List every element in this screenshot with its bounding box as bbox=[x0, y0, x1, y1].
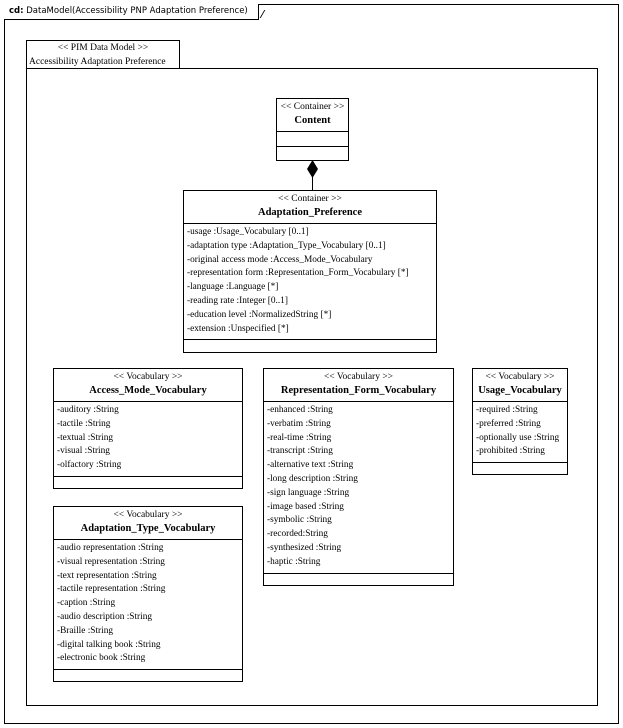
class-attribute: -visual :String bbox=[57, 446, 110, 457]
class-attributes: -audio representation :String -visual rep… bbox=[54, 540, 242, 671]
package-tab: << PIM Data Model >> Accessibility Adapt… bbox=[26, 40, 180, 69]
class-attribute: -long description :String bbox=[267, 473, 358, 484]
class-attribute: -transcript :String bbox=[267, 446, 333, 457]
class-attribute: -haptic :String bbox=[267, 556, 321, 567]
class-header: << Vocabulary >> Access_Mode_Vocabulary bbox=[54, 369, 242, 402]
class-content[interactable]: << Container >> Content bbox=[276, 98, 349, 161]
class-adaptation-preference[interactable]: << Container >> Adaptation_Preference -u… bbox=[183, 190, 437, 353]
class-attribute: -auditory :String bbox=[57, 405, 119, 415]
class-representation-form-vocabulary[interactable]: << Vocabulary >> Representation_Form_Voc… bbox=[263, 368, 454, 586]
class-attribute: -original access mode :Access_Mode_Vocab… bbox=[187, 254, 373, 265]
class-attribute: -reading rate :Integer [0..1] bbox=[187, 295, 288, 306]
class-stereotype: << Vocabulary >> bbox=[485, 372, 555, 382]
class-attribute: -visual representation :String bbox=[57, 556, 165, 567]
composition-diamond-icon bbox=[307, 160, 318, 178]
frame-title: DataModel(Accessibility PNP Adaptation P… bbox=[26, 6, 248, 16]
class-attribute: -usage :Usage_Vocabulary [0..1] bbox=[187, 227, 309, 237]
class-header: << Vocabulary >> Representation_Form_Voc… bbox=[264, 369, 453, 402]
class-attribute: -verbatim :String bbox=[267, 418, 331, 429]
class-attribute: -alternative text :String bbox=[267, 460, 354, 471]
class-attribute: -language :Language [*] bbox=[187, 282, 279, 293]
class-attribute: -synthesized :String bbox=[267, 542, 342, 553]
package-stereotype: << PIM Data Model >> bbox=[57, 43, 149, 53]
class-attribute: -symbolic :String bbox=[267, 515, 332, 526]
class-operations bbox=[264, 574, 453, 588]
class-name: Representation_Form_Vocabulary bbox=[280, 385, 437, 396]
class-attribute: -olfactory :String bbox=[57, 460, 122, 471]
class-stereotype: << Vocabulary >> bbox=[113, 510, 183, 520]
class-adaptation-type-vocabulary[interactable]: << Vocabulary >> Adaptation_Type_Vocabul… bbox=[53, 506, 243, 682]
class-stereotype: << Vocabulary >> bbox=[323, 372, 394, 382]
class-attribute: -sign language :String bbox=[267, 487, 350, 498]
class-operations bbox=[184, 340, 436, 354]
class-attribute: -image based :String bbox=[267, 501, 344, 512]
class-attributes: -enhanced :String -verbatim :String -real-… bbox=[264, 402, 453, 574]
class-attribute: -textual :String bbox=[57, 432, 114, 443]
class-name: Usage_Vocabulary bbox=[478, 385, 562, 396]
class-attributes bbox=[277, 132, 348, 147]
class-header: << Container >> Content bbox=[277, 99, 348, 132]
class-stereotype: << Container >> bbox=[278, 194, 342, 204]
class-attribute: -audio representation :String bbox=[57, 543, 164, 553]
class-attribute: -adaptation type :Adaptation_Type_Vocabu… bbox=[187, 240, 386, 251]
class-header: << Vocabulary >> Usage_Vocabulary bbox=[473, 369, 567, 402]
class-stereotype: << Container >> bbox=[280, 102, 345, 112]
class-attribute: -recorded:String bbox=[267, 529, 328, 540]
class-stereotype: << Vocabulary >> bbox=[113, 372, 183, 382]
class-attribute: -audio description :String bbox=[57, 611, 153, 622]
class-attribute: -extension :Unspecified [*] bbox=[187, 323, 289, 334]
class-operations bbox=[54, 477, 242, 491]
class-attribute: -required :String bbox=[476, 405, 538, 415]
class-name: Content bbox=[294, 115, 331, 126]
class-attribute: -tactile :String bbox=[57, 418, 111, 429]
class-attribute: -optionally use :String bbox=[476, 432, 560, 443]
class-operations bbox=[473, 463, 567, 477]
class-attribute: -text representation :String bbox=[57, 570, 157, 581]
class-attribute: -education level :NormalizedString [*] bbox=[187, 309, 332, 320]
class-attribute: -preferred :String bbox=[476, 418, 541, 429]
class-name: Adaptation_Type_Vocabulary bbox=[80, 523, 216, 534]
class-usage-vocabulary[interactable]: << Vocabulary >> Usage_Vocabulary -requi… bbox=[472, 368, 568, 475]
diagram-frame bbox=[4, 4, 619, 724]
class-attribute: -caption :String bbox=[57, 598, 116, 609]
class-attribute: -electronic book :String bbox=[57, 653, 146, 664]
frame-keyword: cd: bbox=[9, 6, 24, 16]
diagram-frame-label: cd: DataModel(Accessibility PNP Adaptati… bbox=[4, 4, 259, 20]
class-access-mode-vocabulary[interactable]: << Vocabulary >> Access_Mode_Vocabulary … bbox=[53, 368, 243, 489]
class-attribute: -Braille :String bbox=[57, 625, 114, 636]
class-attribute: -real-time :String bbox=[267, 432, 332, 443]
class-operations bbox=[277, 147, 348, 161]
class-attributes: -usage :Usage_Vocabulary [0..1] -adaptati… bbox=[184, 224, 436, 341]
class-attribute: -tactile representation :String bbox=[57, 584, 166, 595]
class-attribute: -enhanced :String bbox=[267, 405, 333, 415]
class-attribute: -representation form :Representation_For… bbox=[187, 268, 409, 279]
class-header: << Vocabulary >> Adaptation_Type_Vocabul… bbox=[54, 507, 242, 540]
package-name: Accessibility Adaptation Preference bbox=[29, 57, 166, 67]
class-attributes: -auditory :String -tactile :String -textua… bbox=[54, 402, 242, 477]
class-attributes: -required :String -preferred :String -opti… bbox=[473, 402, 567, 464]
package-body bbox=[26, 68, 598, 706]
class-attribute: -digital talking book :String bbox=[57, 639, 161, 650]
class-operations bbox=[54, 670, 242, 684]
class-name: Access_Mode_Vocabulary bbox=[89, 385, 207, 396]
composition-line bbox=[312, 177, 313, 191]
class-name: Adaptation_Preference bbox=[257, 207, 362, 218]
class-attribute: -prohibited :String bbox=[476, 446, 545, 457]
class-header: << Container >> Adaptation_Preference bbox=[184, 191, 436, 224]
